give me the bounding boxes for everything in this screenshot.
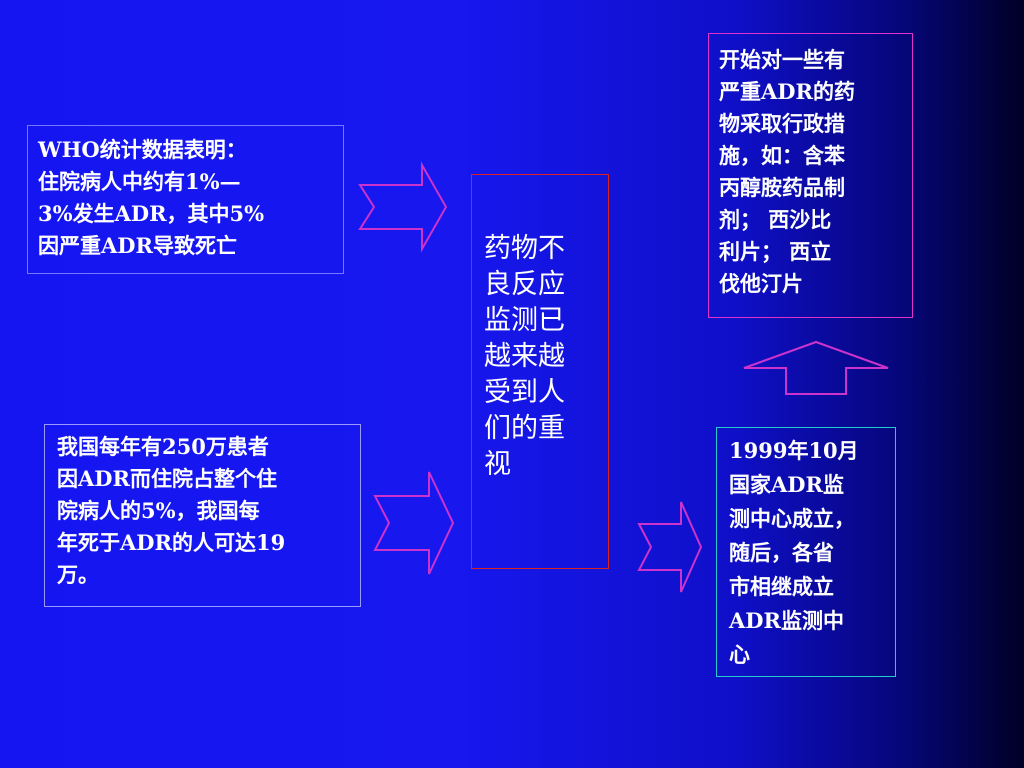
right-arrow-icon	[373, 471, 455, 575]
adr-monitoring-center-box: 药物不 良反应 监测已 越来越 受到人 们的重 视	[471, 174, 609, 569]
china-statistics-box: 我国每年有250万患者 因ADR而住院占整个住 院病人的5%，我国每 年死于AD…	[44, 424, 361, 607]
administrative-measures-box: 开始对一些有 严重ADR的药 物采取行政措 施，如：含苯 丙醇胺药品制 剂； 西…	[708, 33, 913, 318]
adr-center-1999-box: 1999年10月 国家ADR监 测中心成立， 随后，各省 市相继成立 ADR监测…	[716, 427, 896, 677]
right-arrow-icon	[358, 161, 448, 253]
who-statistics-box: WHO统计数据表明： 住院病人中约有1%— 3%发生ADR，其中5% 因严重AD…	[27, 125, 344, 274]
right-arrow-icon	[637, 501, 703, 593]
up-arrow-icon	[743, 340, 889, 395]
